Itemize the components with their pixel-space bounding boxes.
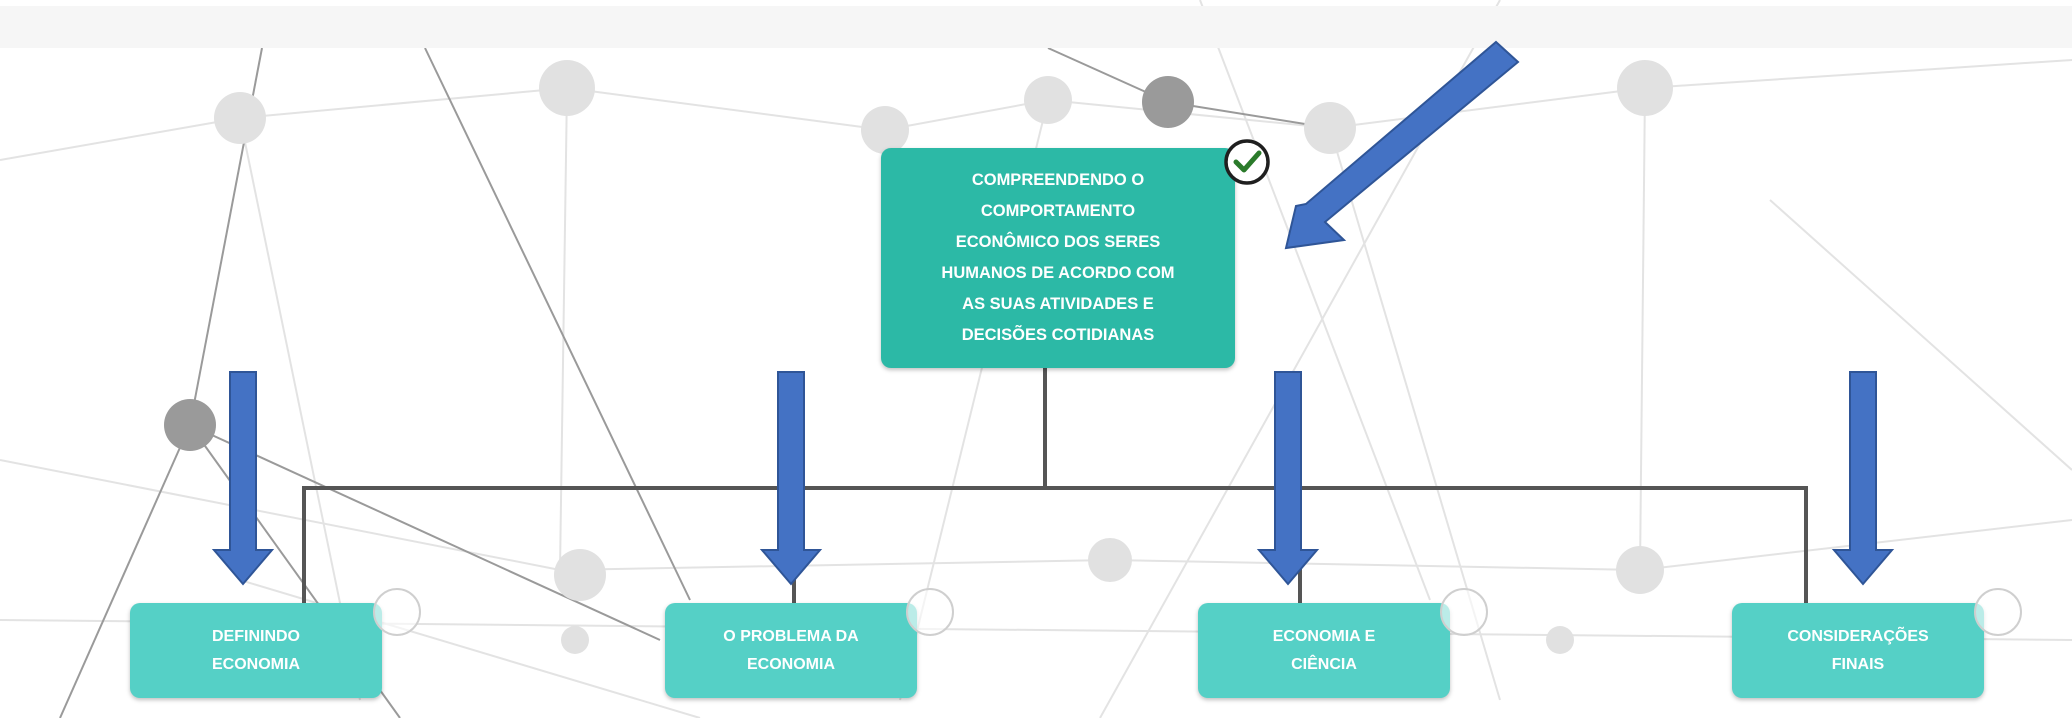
subtopic-label: CONSIDERAÇÕES FINAIS [1787,627,1929,673]
subtopic-node-economia-ciencia[interactable]: ECONOMIA E CIÊNCIA [1198,603,1450,698]
expand-node-ring[interactable] [1440,588,1488,636]
root-topic-node[interactable]: COMPREENDENDO O COMPORTAMENTO ECONÔMICO … [881,148,1235,368]
blue-arrow-icon [1831,371,1895,586]
blue-arrow-icon [759,371,823,586]
blue-arrow-icon [211,371,275,586]
expand-node-ring[interactable] [373,588,421,636]
subtopic-node-problema-economia[interactable]: O PROBLEMA DA ECONOMIA [665,603,917,698]
subtopic-node-definindo-economia[interactable]: DEFININDO ECONOMIA [130,603,382,698]
subtopic-label: ECONOMIA E CIÊNCIA [1272,627,1376,673]
check-circle-icon [1224,139,1270,185]
blue-arrow-icon [1284,40,1520,250]
root-topic-label: COMPREENDENDO O COMPORTAMENTO ECONÔMICO … [941,171,1175,344]
top-bar [0,6,2072,48]
expand-node-ring[interactable] [1974,588,2022,636]
subtopic-node-consideracoes-finais[interactable]: CONSIDERAÇÕES FINAIS [1732,603,1984,698]
expand-node-ring[interactable] [906,588,954,636]
blue-arrow-icon [1256,371,1320,586]
subtopic-label: O PROBLEMA DA ECONOMIA [723,627,859,673]
subtopic-label: DEFININDO ECONOMIA [212,627,300,673]
